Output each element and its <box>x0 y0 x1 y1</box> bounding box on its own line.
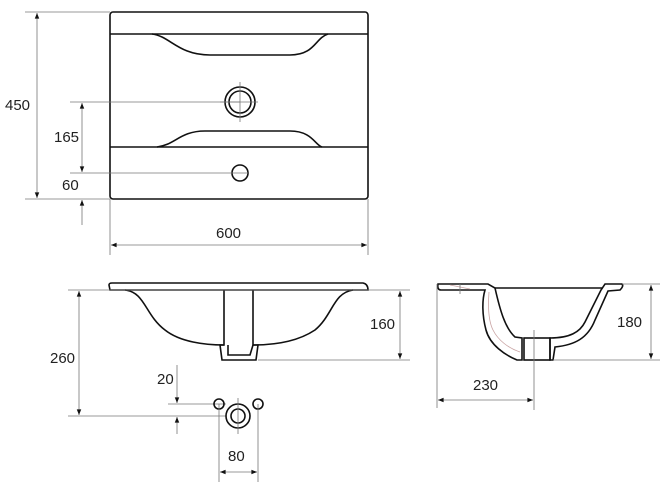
side-drain <box>523 337 551 361</box>
dim-depth-label: 450 <box>5 97 30 114</box>
top-view: 450 165 60 600 <box>5 11 369 255</box>
dim-overflow-height-label: 165 <box>54 129 79 146</box>
dim-hole-offset-label: 20 <box>157 371 174 388</box>
dim-width-label: 600 <box>216 225 241 242</box>
dim-tap-hole-offset-label: 60 <box>62 177 79 194</box>
side-view: 180 230 <box>436 283 660 410</box>
dim-drain-distance-label: 230 <box>473 377 498 394</box>
side-section-left-wall <box>437 283 523 361</box>
sink-outline-top <box>109 11 369 200</box>
basin-back-curve <box>151 33 329 56</box>
sink-rim-front <box>108 282 369 291</box>
drain-siphon <box>219 290 259 361</box>
basin-front-curve <box>156 130 323 148</box>
dim-side-height-label: 180 <box>617 314 642 331</box>
front-view: 260 160 20 80 <box>50 282 410 482</box>
dim-total-height-label: 260 <box>50 350 75 367</box>
dim-hole-spacing-label: 80 <box>228 448 245 465</box>
dim-basin-height-label: 160 <box>370 316 395 333</box>
side-section-right-wall <box>549 283 624 361</box>
